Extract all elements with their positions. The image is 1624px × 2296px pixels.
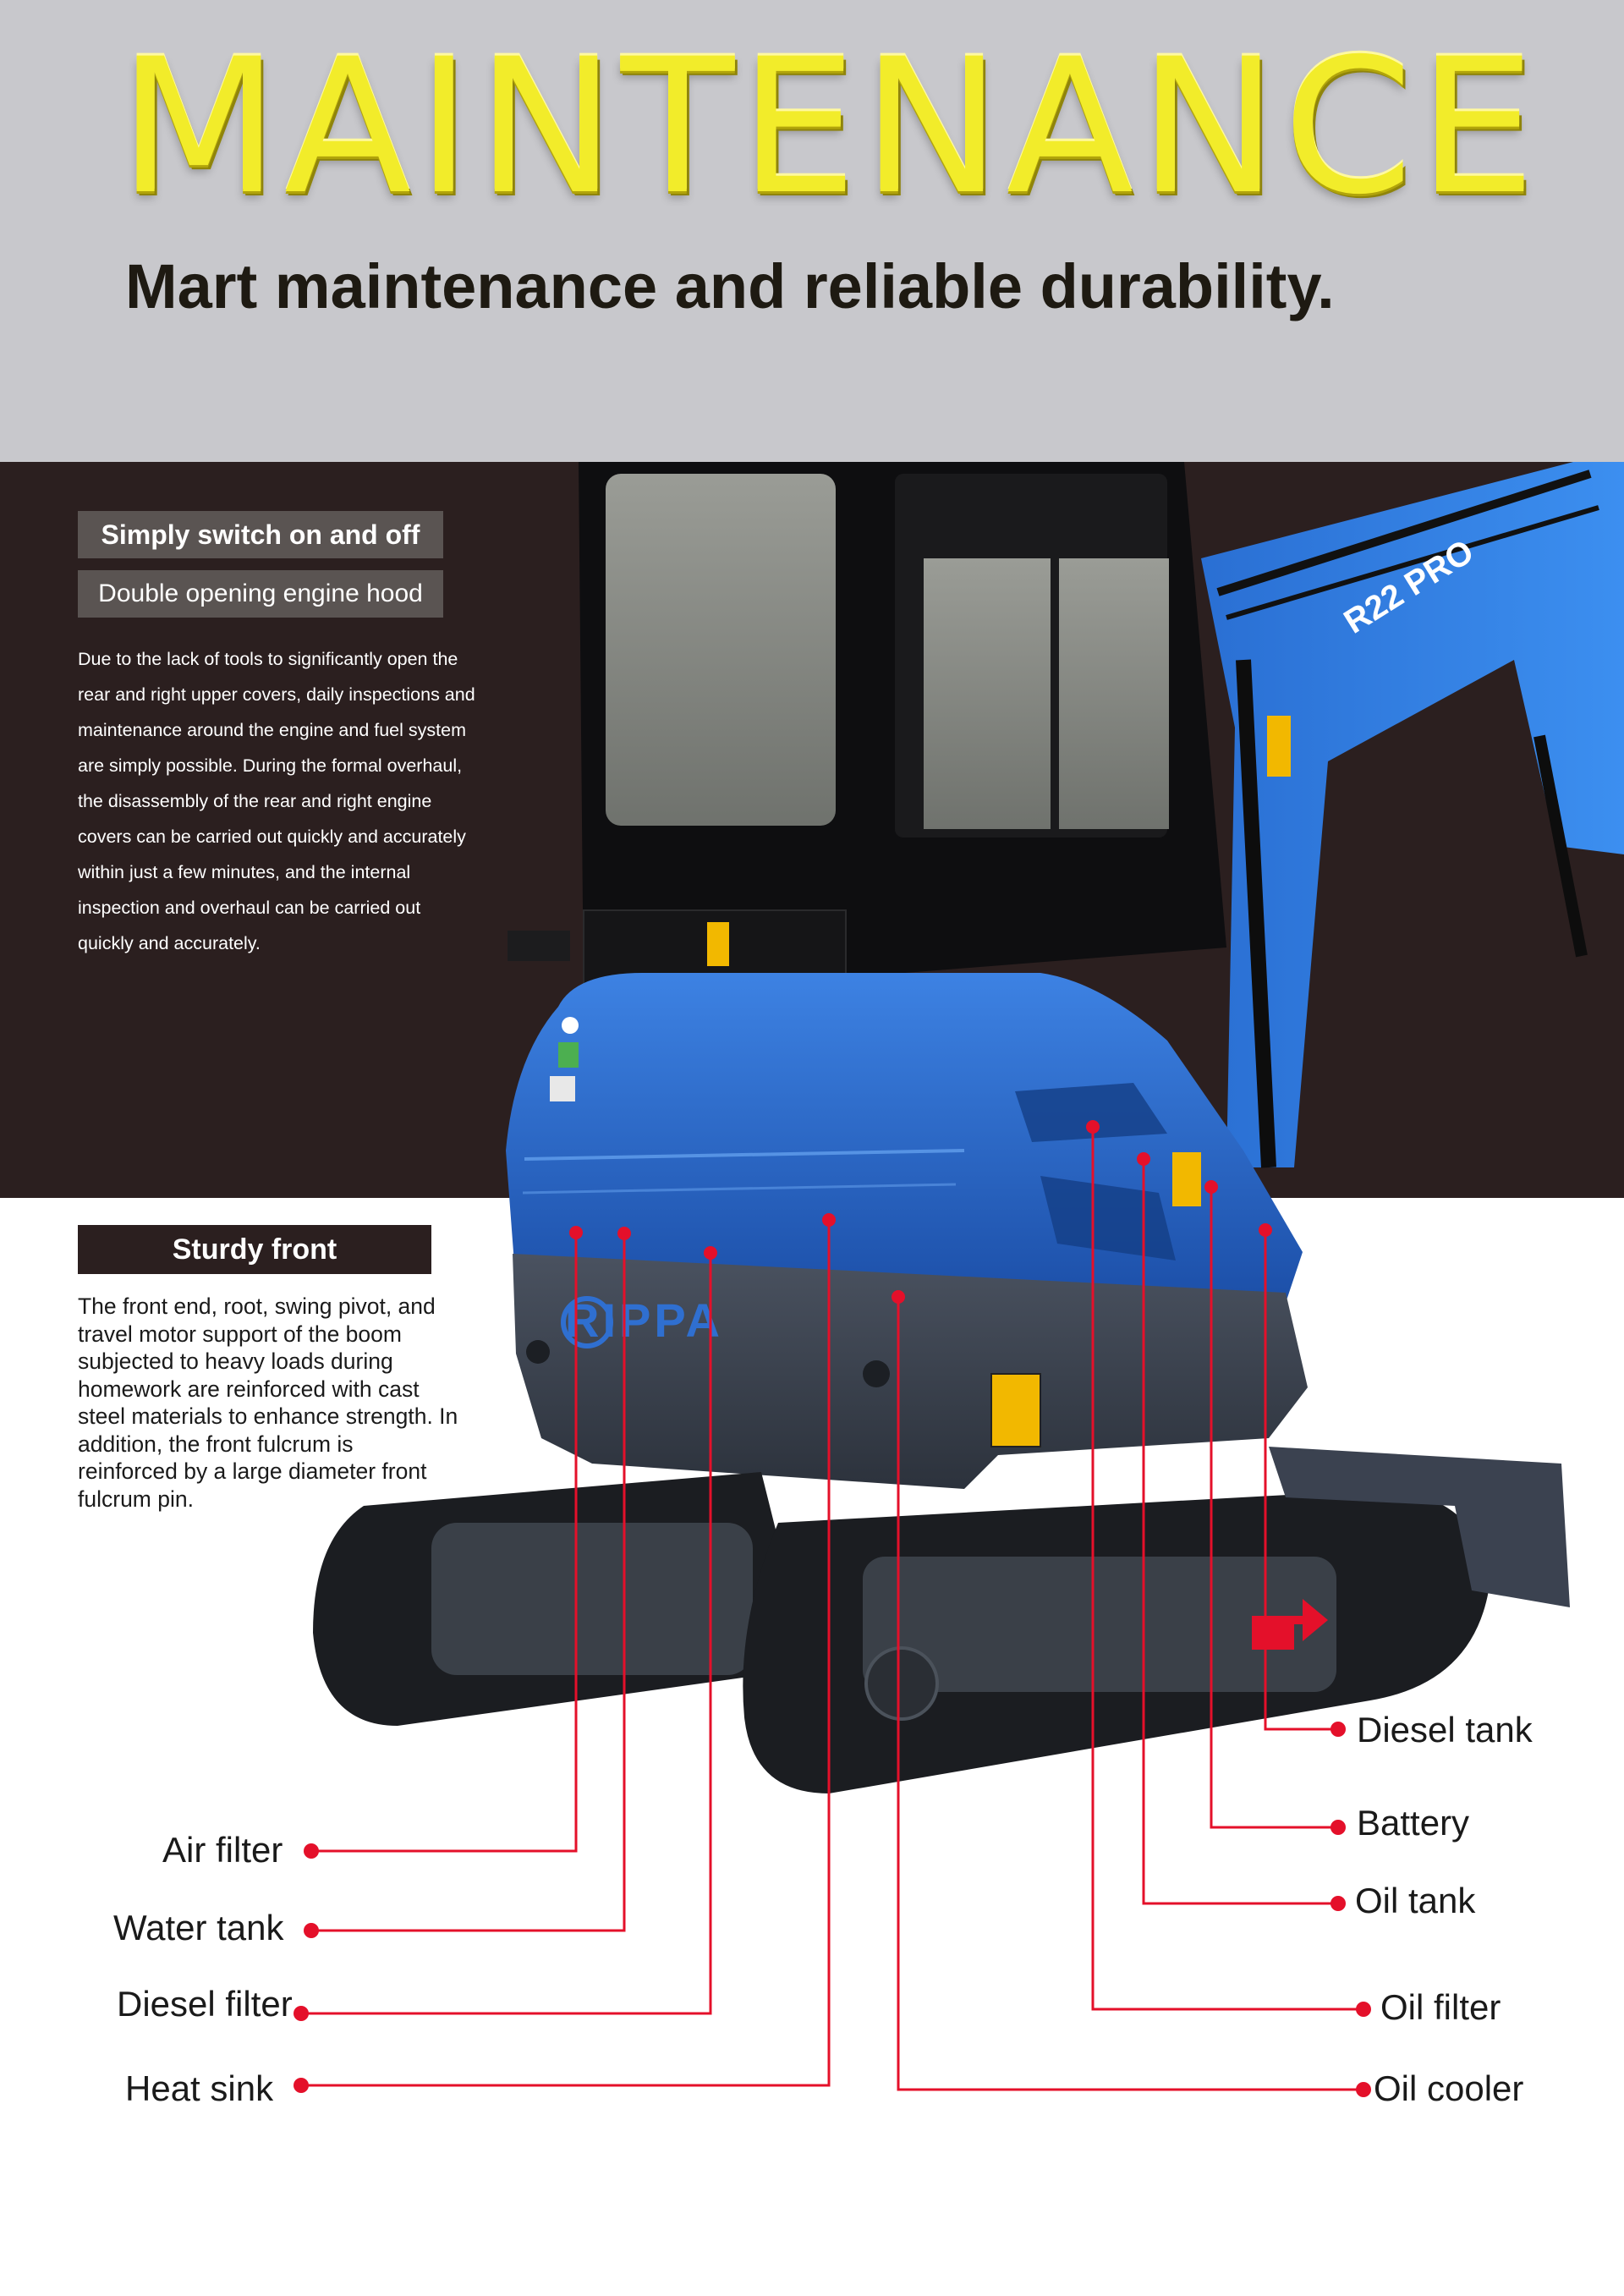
cab-door-window	[606, 474, 836, 826]
tag-simply-switch: Simply switch on and off	[78, 511, 443, 558]
callout-dots	[294, 1120, 1371, 2097]
cab-side-window	[924, 558, 1051, 829]
header-banner	[0, 0, 1624, 462]
tag-sturdy-front: Sturdy front	[78, 1225, 431, 1274]
tracks	[313, 1472, 1489, 1793]
brand-logo: RIPPA	[565, 1294, 723, 1347]
callout-air-filter: Air filter	[162, 1830, 283, 1870]
front-description: The front end, root, swing pivot, and tr…	[78, 1294, 458, 1512]
callout-diesel-tank: Diesel tank	[1357, 1710, 1533, 1749]
callout-battery: Battery	[1357, 1803, 1470, 1843]
callout-oil-filter: Oil filter	[1380, 1987, 1501, 2027]
callout-heat-sink: Heat sink	[125, 2068, 274, 2108]
callout-oil-cooler: Oil cooler	[1374, 2068, 1524, 2108]
callout-diesel-filter: Diesel filter	[117, 1984, 293, 2024]
page-title: MAINTENANCE	[118, 19, 1541, 235]
callout-lines	[301, 1127, 1363, 2091]
page-subtitle: Mart maintenance and reliable durability…	[125, 251, 1335, 321]
callout-oil-tank: Oil tank	[1355, 1881, 1476, 1920]
dozer-blade	[1269, 1447, 1570, 1607]
counterweight: RIPPA	[513, 1254, 1308, 1489]
engine-hood	[506, 973, 1303, 1303]
tag-double-opening-hood: Double opening engine hood	[78, 570, 443, 618]
excavator-cab	[508, 462, 1226, 998]
callout-water-tank: Water tank	[113, 1908, 284, 1947]
excavator-boom: R22 PRO	[1201, 462, 1624, 1168]
hood-description: Due to the lack of tools to significantl…	[78, 649, 475, 953]
